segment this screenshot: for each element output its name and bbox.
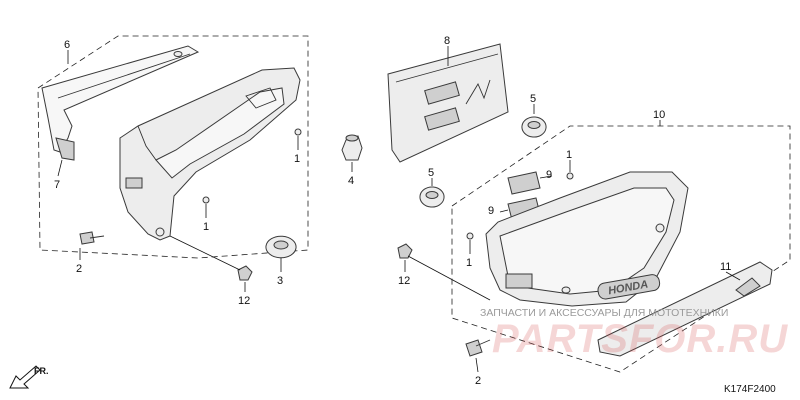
left-cover-bolt-hole: [155, 227, 165, 237]
callout-7: 7: [54, 179, 60, 191]
callout-12-right: 12: [398, 275, 410, 287]
callout-12-left: 12: [238, 295, 250, 307]
part-2-bolt-left: [79, 231, 95, 245]
part-7-clip: [55, 137, 75, 161]
left-cover-group: 6 7 2 1 1 12 3 4: [37, 35, 363, 307]
part-4-rubber-mount: [341, 135, 363, 161]
front-direction-indicator: FR.: [9, 365, 49, 389]
callout-4: 4: [348, 175, 354, 187]
part-1-grommet-left-b: [294, 128, 302, 136]
watermark-logo: PARTSFOR.RU: [492, 317, 788, 361]
callout-5-upper: 5: [530, 93, 536, 105]
part-8-pad: [387, 43, 509, 163]
callout-8: 8: [444, 35, 450, 47]
callout-9-lower: 9: [488, 205, 494, 217]
right-cover-group: HONDA 5 5 9 9 1 1 12 2 10 11: [397, 93, 791, 387]
part-8-group: 8: [387, 35, 509, 163]
right-cover-slot: [505, 273, 533, 289]
honda-emblem: HONDA: [597, 274, 661, 300]
callout-2-right: 2: [475, 375, 481, 387]
right-group-dashed-outline: [451, 125, 791, 373]
callout-2-left: 2: [76, 263, 82, 275]
part-12-nut-left: [237, 265, 253, 281]
callout-3: 3: [277, 275, 283, 287]
part-1-grommet-left-a: [202, 196, 210, 204]
part-9-pad-upper: [507, 171, 541, 195]
callout-1-left-a: 1: [203, 221, 209, 233]
left-group-dashed-outline: [37, 35, 309, 259]
callout-1-left-b: 1: [294, 153, 300, 165]
front-label: FR.: [34, 366, 49, 376]
left-cover-slot: [125, 177, 143, 189]
part-12-nut-right: [397, 243, 413, 259]
diagram-code: K174F2400: [724, 384, 776, 395]
callout-1-right-b: 1: [466, 257, 472, 269]
watermark: ЗАПЧАСТИ И АКСЕССУАРЫ ДЛЯ МОТОТЕХНИКИ PA…: [480, 307, 788, 361]
callout-6: 6: [64, 39, 70, 51]
callout-10: 10: [653, 109, 665, 121]
part-11-trim-strip: [597, 261, 773, 357]
callout-11: 11: [720, 261, 731, 273]
part-1-grommet-right-b: [466, 232, 474, 240]
front-arrow-icon: [9, 365, 41, 389]
right-cover-hole: [655, 223, 665, 233]
part-1-grommet-right-a: [566, 172, 574, 180]
callout-1-right-a: 1: [566, 149, 572, 161]
strip-hole: [173, 51, 183, 57]
callout-5-lower: 5: [428, 167, 434, 179]
callout-9-upper: 9: [546, 169, 552, 181]
watermark-tagline: ЗАПЧАСТИ И АКСЕССУАРЫ ДЛЯ МОТОТЕХНИКИ: [480, 307, 728, 319]
part-2-bolt-right: [465, 339, 483, 357]
